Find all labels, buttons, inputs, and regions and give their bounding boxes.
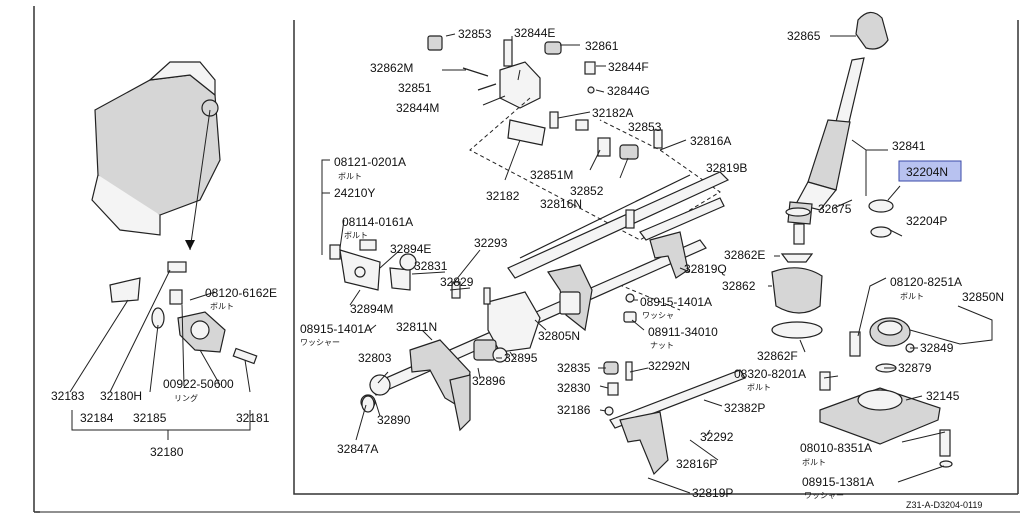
label-08121-0201A: 08121-0201A	[334, 155, 406, 169]
label-32382P: 32382P	[724, 401, 765, 415]
note-washer-right: ワッシャー	[804, 491, 844, 500]
label-32847A: 32847A	[337, 442, 378, 456]
label-32816P: 32816P	[676, 457, 717, 471]
label-08120-6162E: 08120-6162E	[205, 286, 277, 300]
label-32894E: 32894E	[390, 242, 431, 256]
note-bolt-right-2: ボルト	[747, 383, 771, 392]
label-32852: 32852	[570, 184, 604, 198]
label-32862F: 32862F	[757, 349, 798, 363]
label-32292: 32292	[700, 430, 734, 444]
note-bolt-right-3: ボルト	[802, 458, 826, 467]
diagram-code: Z31-A-D3204-0119	[906, 500, 982, 510]
label-32894M: 32894M	[350, 302, 393, 316]
label-32292N: 32292N	[648, 359, 690, 373]
note-bolt-right-1: ボルト	[900, 292, 924, 301]
label-32844M: 32844M	[396, 101, 439, 115]
left-frame	[33, 6, 40, 513]
label-32844F: 32844F	[608, 60, 649, 74]
label-32675: 32675	[818, 202, 852, 216]
right-frame	[293, 20, 1019, 495]
label-32293: 32293	[474, 236, 508, 250]
label-32204P: 32204P	[906, 214, 947, 228]
label-08320-8201A: 08320-8201A	[734, 367, 806, 381]
note-nut: ナット	[650, 341, 674, 350]
highlight-32204N[interactable]	[898, 160, 962, 182]
label-32853-mid: 32853	[628, 120, 662, 134]
label-24210Y: 24210Y	[334, 186, 375, 200]
label-32850N: 32850N	[962, 290, 1004, 304]
shift-lever	[771, 11, 953, 468]
label-32830: 32830	[557, 381, 591, 395]
label-08915-1381A: 08915-1381A	[802, 475, 874, 489]
label-32180: 32180	[150, 445, 184, 459]
label-32831: 32831	[414, 259, 448, 273]
label-32844E: 32844E	[514, 26, 555, 40]
label-32816N: 32816N	[540, 197, 582, 211]
label-32803: 32803	[358, 351, 392, 365]
label-32895: 32895	[504, 351, 538, 365]
note-washer: ワッシャー	[300, 338, 340, 347]
label-32186: 32186	[557, 403, 591, 417]
label-32819P: 32819P	[692, 486, 733, 500]
label-32805N: 32805N	[538, 329, 580, 343]
shift-mechanism	[329, 35, 746, 476]
label-32862: 32862	[722, 279, 756, 293]
label-32184: 32184	[80, 411, 114, 425]
note-bolt-mid-2: ボルト	[344, 231, 368, 240]
label-32849: 32849	[920, 341, 954, 355]
note-bolt-mid-1: ボルト	[338, 172, 362, 181]
label-08915-1401A-left: 08915-1401A	[300, 322, 372, 336]
label-32185: 32185	[133, 411, 167, 425]
note-washer2: ワッシャ	[642, 311, 674, 320]
label-32862M: 32862M	[370, 61, 413, 75]
label-08114-0161A: 08114-0161A	[342, 215, 413, 229]
label-32819B: 32819B	[706, 161, 747, 175]
label-32181: 32181	[236, 411, 270, 425]
label-08915-1401A-right: 08915-1401A	[640, 295, 712, 309]
label-32182: 32182	[486, 189, 520, 203]
label-32865: 32865	[787, 29, 821, 43]
label-08010-8351A: 08010-8351A	[800, 441, 872, 455]
label-32844G: 32844G	[607, 84, 650, 98]
label-32862E: 32862E	[724, 248, 765, 262]
label-32183: 32183	[51, 389, 85, 403]
label-32811N: 32811N	[396, 320, 437, 334]
label-00922-50600: 00922-50600	[163, 377, 234, 391]
left-small-parts	[109, 261, 258, 365]
note-ring: リング	[174, 393, 198, 403]
label-32861: 32861	[585, 39, 619, 53]
label-32180H: 32180H	[100, 389, 142, 403]
label-32819Q: 32819Q	[684, 262, 727, 276]
label-32879: 32879	[898, 361, 932, 375]
label-32182A: 32182A	[592, 106, 633, 120]
label-32896: 32896	[472, 374, 506, 388]
label-32816A: 32816A	[690, 134, 731, 148]
transmission-illustration	[91, 61, 221, 251]
label-32851M: 32851M	[530, 168, 573, 182]
label-32829: 32829	[440, 275, 474, 289]
label-08120-8251A: 08120-8251A	[890, 275, 962, 289]
label-08911-34010: 08911-34010	[648, 325, 718, 339]
label-32853-top: 32853	[458, 27, 492, 41]
note-bolt-left: ボルト	[210, 302, 234, 311]
label-32841: 32841	[892, 139, 926, 153]
label-32835: 32835	[557, 361, 591, 375]
label-32204N[interactable]: 32204N	[906, 165, 948, 179]
label-32851: 32851	[398, 81, 432, 95]
label-32145: 32145	[926, 389, 960, 403]
label-32890: 32890	[377, 413, 411, 427]
